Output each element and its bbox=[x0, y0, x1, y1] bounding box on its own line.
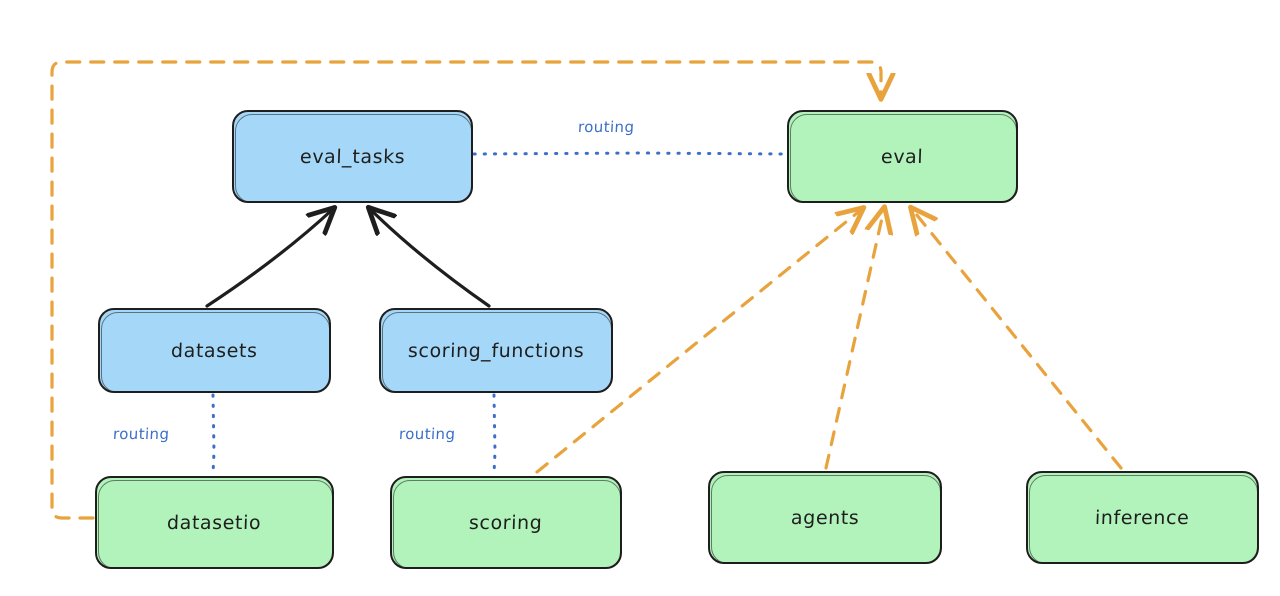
node-label: eval bbox=[880, 145, 925, 168]
node-datasetio[interactable]: datasetio bbox=[95, 476, 334, 569]
edge-label-routing-eval-tasks-eval: routing bbox=[577, 118, 635, 136]
node-scoring-functions[interactable]: scoring_functions bbox=[379, 308, 613, 393]
node-scoring[interactable]: scoring bbox=[390, 476, 622, 569]
edge-inference-eval bbox=[912, 209, 1123, 470]
node-label: datasets bbox=[170, 339, 259, 362]
node-datasets[interactable]: datasets bbox=[98, 308, 331, 393]
node-inference[interactable]: inference bbox=[1026, 471, 1259, 564]
edge-datasets-datasetio bbox=[211, 393, 216, 476]
node-label: scoring bbox=[468, 511, 544, 534]
edge-scoring_functions-eval_tasks bbox=[370, 209, 491, 308]
node-label: eval_tasks bbox=[299, 145, 406, 168]
node-eval[interactable]: eval bbox=[787, 110, 1018, 203]
edge-agents-eval bbox=[824, 209, 884, 470]
node-label: datasetio bbox=[167, 511, 262, 534]
node-label: agents bbox=[790, 506, 860, 529]
node-eval-tasks[interactable]: eval_tasks bbox=[232, 110, 473, 203]
edge-scoring_functions-scoring bbox=[492, 393, 497, 476]
edge-datasets-eval_tasks bbox=[205, 209, 333, 308]
edge-label-routing-datasets-datasetio: routing bbox=[112, 425, 170, 443]
edge-eval_tasks-eval bbox=[472, 151, 787, 156]
node-label: scoring_functions bbox=[407, 339, 585, 362]
edge-label-routing-scoring-functions-scoring: routing bbox=[398, 425, 456, 443]
node-agents[interactable]: agents bbox=[708, 471, 942, 564]
node-label: inference bbox=[1094, 506, 1191, 529]
